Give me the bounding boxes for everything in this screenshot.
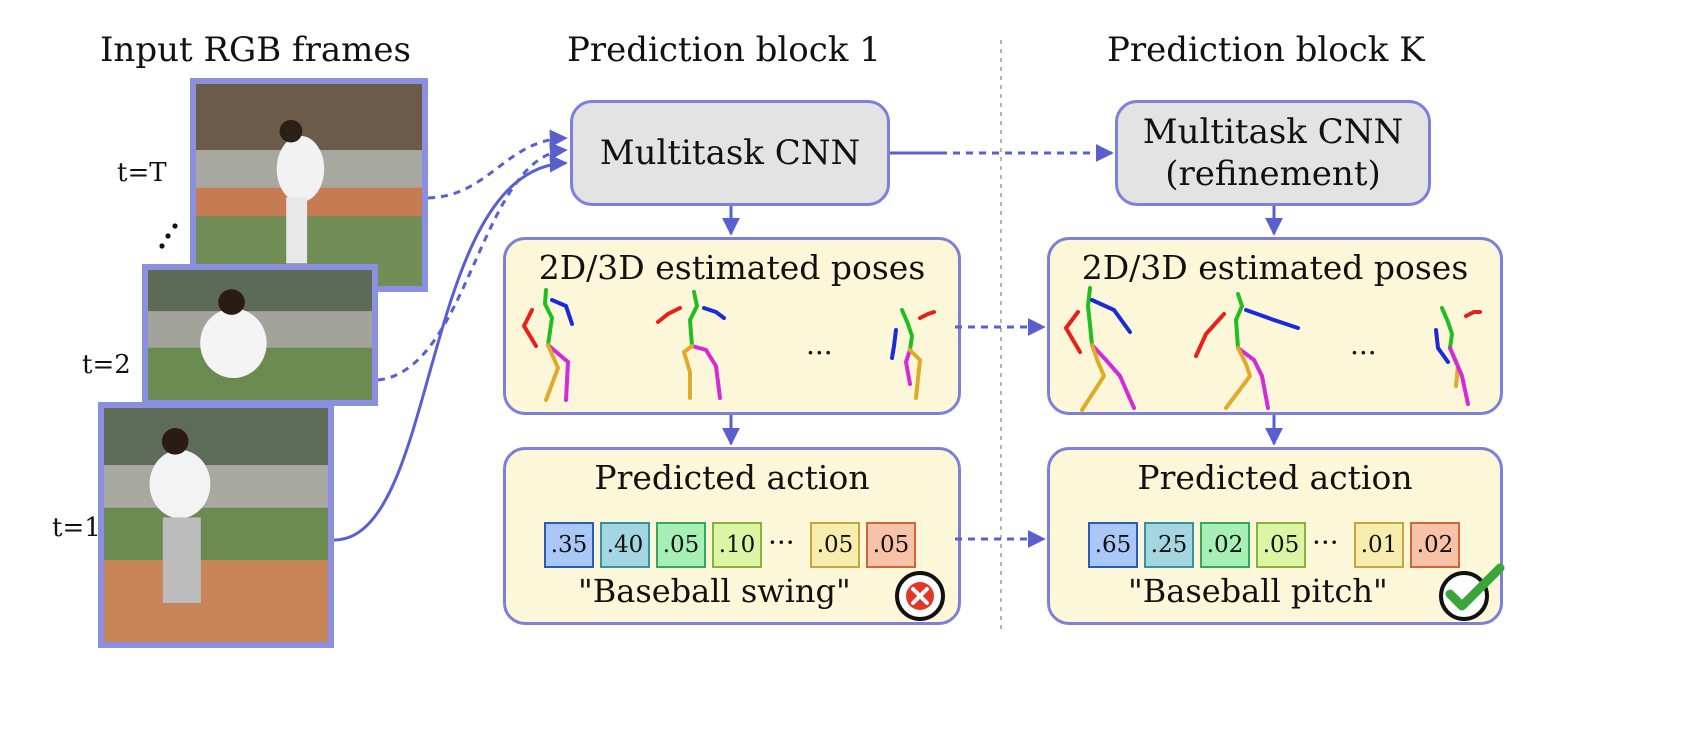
prediction-block-k-heading: Prediction block K [1107, 30, 1425, 70]
probabilities-ellipsis-1: ··· [768, 526, 795, 559]
estimated-poses-panel-k: 2D/3D estimated poses ... [1047, 237, 1503, 415]
multitask-cnn-box-1: Multitask CNN [570, 100, 890, 206]
input-frame-t-1 [98, 402, 334, 648]
predicted-action-title-k: Predicted action [1137, 458, 1413, 497]
multitask-cnn-box-k: Multitask CNN (refinement) [1115, 100, 1431, 206]
action-probability-k-1: .65 [1088, 522, 1138, 568]
action-probability-k-6: .02 [1410, 522, 1460, 568]
predicted-label-k: "Baseball pitch" [1128, 572, 1388, 610]
multitask-cnn-label-1: Multitask CNN [599, 133, 861, 173]
action-probability-3: .05 [656, 522, 706, 568]
multitask-cnn-label-k: Multitask CNN [1142, 112, 1404, 152]
input-frames-heading: Input RGB frames [100, 30, 411, 70]
action-probability-k-2: .25 [1144, 522, 1194, 568]
frame-label-t-1: t=1 [52, 513, 101, 543]
input-frame-t-2 [142, 264, 378, 406]
predicted-action-title-1: Predicted action [594, 458, 870, 497]
action-probability-k-4: .05 [1256, 522, 1306, 568]
arrow-frame-T-to-cnn [427, 129, 568, 200]
prediction-block-1-heading: Prediction block 1 [567, 30, 881, 70]
action-probability-k-5: .01 [1354, 522, 1404, 568]
predicted-label-1: "Baseball swing" [578, 572, 851, 610]
action-probability-6: .05 [866, 522, 916, 568]
poses-ellipsis-1: ... [806, 328, 833, 361]
predicted-action-panel-k: Predicted action .65 .25 .02 .05 ··· .01… [1047, 447, 1503, 625]
predicted-action-panel-1: Predicted action .35 .40 .05 .10 ··· .05… [503, 447, 961, 625]
action-probability-k-3: .02 [1200, 522, 1250, 568]
frame-label-t-2: t=2 [82, 350, 131, 380]
estimated-poses-panel-1: 2D/3D estimated poses ... [503, 237, 961, 415]
action-probability-4: .10 [712, 522, 762, 568]
input-frame-t-T [190, 78, 428, 292]
action-probability-2: .40 [600, 522, 650, 568]
estimated-poses-title-1: 2D/3D estimated poses [538, 248, 926, 287]
frame-label-t-T: t=T [117, 158, 167, 188]
action-probability-1: .35 [544, 522, 594, 568]
poses-ellipsis-k: ... [1350, 328, 1377, 361]
refinement-label-k: (refinement) [1165, 154, 1381, 194]
action-probability-5: .05 [810, 522, 860, 568]
frame-stack-dots [159, 223, 178, 249]
estimated-poses-title-k: 2D/3D estimated poses [1081, 248, 1469, 287]
probabilities-ellipsis-k: ··· [1312, 526, 1339, 559]
